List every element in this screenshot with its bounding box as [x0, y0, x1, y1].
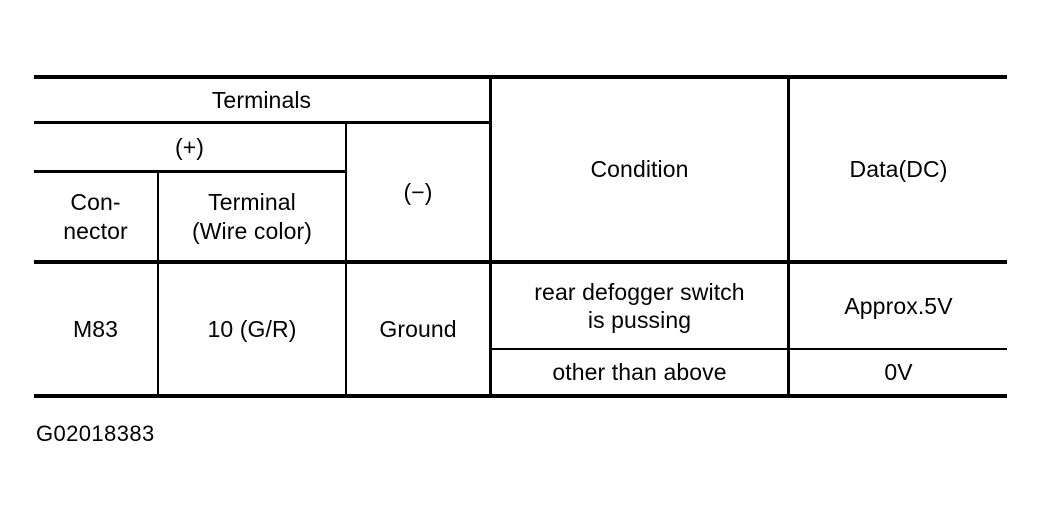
header-terminal-line1: Terminal — [208, 189, 296, 216]
header-negative-label: (−) — [403, 178, 433, 205]
cell-negative: Ground — [379, 315, 457, 342]
connector-terminal-divider — [157, 171, 159, 394]
cell-condition-2-line1: other than above — [552, 358, 727, 385]
cell-terminal-wrap: 10 (G/R) — [159, 264, 345, 394]
header-positive: (+) — [34, 124, 345, 170]
cell-data-1-value: Approx.5V — [844, 292, 953, 319]
condition-data-divider — [787, 75, 790, 398]
cell-data-2-value: 0V — [884, 358, 913, 385]
header-condition: Condition — [492, 79, 787, 260]
header-connector: Con- nector — [34, 173, 157, 260]
table-top-rule — [34, 75, 1007, 79]
header-connector-line1: Con- — [70, 189, 121, 216]
cell-condition-2: other than above — [492, 350, 787, 394]
cell-data-1: Approx.5V — [790, 264, 1007, 348]
positive-header-rule — [34, 170, 345, 173]
condition-row-divider — [489, 348, 1007, 350]
terminals-header-rule — [34, 121, 489, 124]
positive-negative-divider — [345, 123, 347, 394]
cell-data-2: 0V — [790, 350, 1007, 394]
cell-condition-1-line1: rear defogger switch — [534, 278, 745, 305]
cell-terminal: 10 (G/R) — [207, 315, 297, 342]
cell-condition-1: rear defogger switch is pussing — [492, 264, 787, 348]
header-terminals: Terminals — [34, 79, 489, 121]
terminals-condition-divider — [489, 75, 492, 398]
header-body-rule — [34, 260, 1007, 264]
header-terminal-line2: (Wire color) — [191, 217, 313, 244]
cell-condition-1-line2: is pussing — [587, 307, 692, 333]
header-data-dc-label: Data(DC) — [849, 156, 948, 183]
cell-connector: M83 — [72, 315, 119, 342]
table-bottom-rule — [34, 394, 1007, 398]
header-condition-label: Condition — [590, 156, 689, 183]
header-terminal-wire-color: Terminal (Wire color) — [159, 173, 345, 260]
header-connector-line2: nector — [63, 217, 128, 244]
header-terminals-label: Terminals — [211, 86, 312, 113]
header-negative: (−) — [347, 124, 489, 260]
header-positive-label: (+) — [174, 133, 205, 160]
header-data-dc: Data(DC) — [790, 79, 1007, 260]
terminal-spec-table: Terminals (+) (−) Con- nector Terminal (… — [34, 75, 1007, 398]
table-row: M83 — [34, 264, 157, 394]
cell-negative-wrap: Ground — [347, 264, 489, 394]
figure-caption: G02018383 — [36, 421, 155, 446]
